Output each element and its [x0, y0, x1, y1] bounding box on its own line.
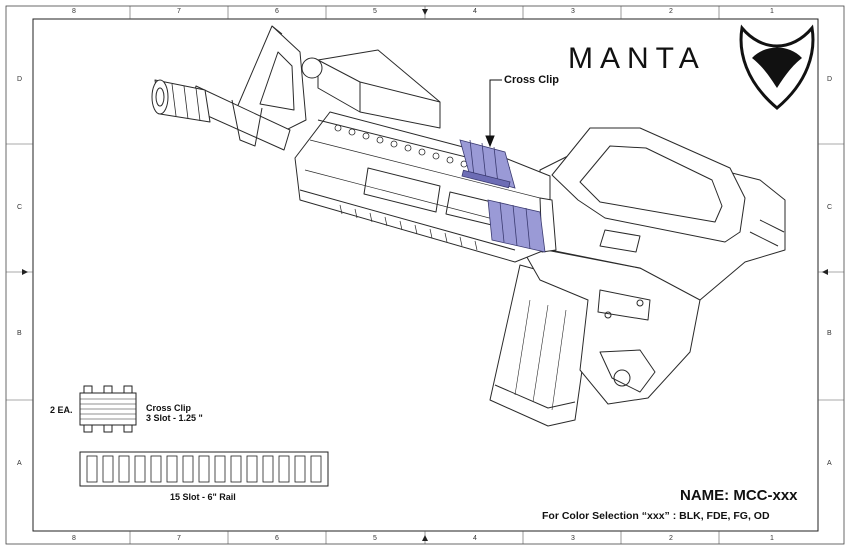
zone-col-2-top: 2	[669, 8, 673, 15]
zone-row-b-left: B	[17, 330, 22, 337]
rail-slot	[150, 455, 162, 483]
rail-slot	[278, 455, 290, 483]
zone-col-5-bottom: 5	[373, 535, 377, 542]
zone-col-1-top: 1	[770, 8, 774, 15]
rail-slot	[86, 455, 98, 483]
zone-row-c-right: C	[827, 204, 833, 211]
clip-spec-label: 3 Slot - 1.25 "	[146, 413, 203, 423]
zone-col-6-bottom: 6	[275, 535, 279, 542]
zone-col-3-bottom: 3	[571, 535, 575, 542]
color-selection: For Color Selection “xxx” : BLK, FDE, FG…	[542, 510, 770, 522]
zone-col-2-bottom: 2	[669, 535, 673, 542]
zone-col-8-bottom: 8	[72, 535, 76, 542]
brand-name: MANTA	[568, 42, 706, 75]
rail-slot	[246, 455, 258, 483]
zone-col-6-top: 6	[275, 8, 279, 15]
zone-row-a-left: A	[17, 460, 22, 467]
rail-slot	[182, 455, 194, 483]
rail-slot	[102, 455, 114, 483]
zone-col-7-top: 7	[177, 8, 181, 15]
zone-row-b-right: B	[827, 330, 832, 337]
rail-slot	[294, 455, 306, 483]
inner-frame	[32, 18, 819, 532]
cross-clip-highlight-upper	[459, 139, 516, 189]
zone-row-a-right: A	[827, 460, 832, 467]
rail-slot	[166, 455, 178, 483]
zone-col-5-top: 5	[373, 8, 377, 15]
top-rail-block	[317, 49, 441, 129]
zone-col-7-bottom: 7	[177, 535, 181, 542]
zone-col-8-top: 8	[72, 8, 76, 15]
rail-slot	[262, 455, 274, 483]
zone-row-c-left: C	[17, 204, 23, 211]
rail-part-drawing	[79, 451, 329, 487]
rail-slot	[230, 455, 242, 483]
rail-slot	[134, 455, 146, 483]
zone-ticks	[6, 6, 844, 544]
zone-col-4-bottom: 4	[473, 535, 477, 542]
rail-spec-label: 15 Slot - 6" Rail	[170, 492, 236, 502]
rail-slot	[310, 455, 322, 483]
rifle-assembly	[151, 25, 786, 427]
rail-slot	[214, 455, 226, 483]
zone-col-1-bottom: 1	[770, 535, 774, 542]
zone-col-3-top: 3	[571, 8, 575, 15]
rail-slot	[118, 455, 130, 483]
zone-col-4-top: 4	[473, 8, 477, 15]
cross-clip-part-drawing	[79, 385, 137, 433]
zone-row-d-left: D	[17, 76, 23, 83]
part-name: NAME: MCC-xxx	[680, 487, 798, 504]
quantity-label: 2 EA.	[50, 405, 73, 415]
cross-clip-leader	[485, 79, 502, 148]
center-marks	[22, 9, 828, 541]
zone-row-d-right: D	[827, 76, 833, 83]
rail-slot	[198, 455, 210, 483]
clip-name-label: Cross Clip	[146, 403, 192, 413]
cross-clip-highlight-lower	[487, 199, 546, 253]
cross-clip-callout: Cross Clip	[504, 74, 560, 86]
manta-ray-icon	[739, 24, 815, 110]
